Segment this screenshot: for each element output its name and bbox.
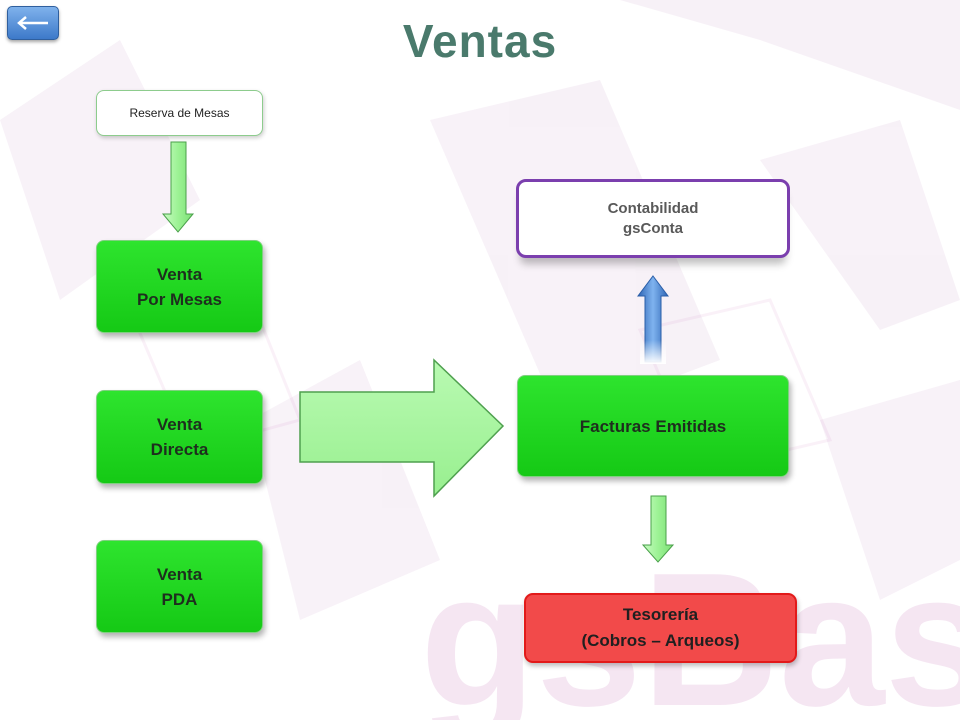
node-tesoreria[interactable]: Tesorería (Cobros – Arqueos)	[524, 593, 797, 663]
page-title: Ventas	[402, 15, 558, 67]
node-facturas-emitidas[interactable]: Facturas Emitidas	[517, 375, 789, 477]
left-arrow-icon	[17, 16, 48, 30]
node-contabilidad-gsconta[interactable]: Contabilidad gsConta	[516, 179, 790, 258]
arrow-down-reserva	[161, 141, 195, 233]
back-button[interactable]	[7, 6, 59, 40]
node-venta-directa[interactable]: Venta Directa	[96, 390, 263, 484]
node-reserva-de-mesas[interactable]: Reserva de Mesas	[96, 90, 263, 136]
arrow-right-large	[299, 358, 505, 498]
node-venta-pda[interactable]: Venta PDA	[96, 540, 263, 633]
arrow-down-tesoreria	[641, 495, 675, 563]
node-venta-por-mesas[interactable]: Venta Por Mesas	[96, 240, 263, 333]
